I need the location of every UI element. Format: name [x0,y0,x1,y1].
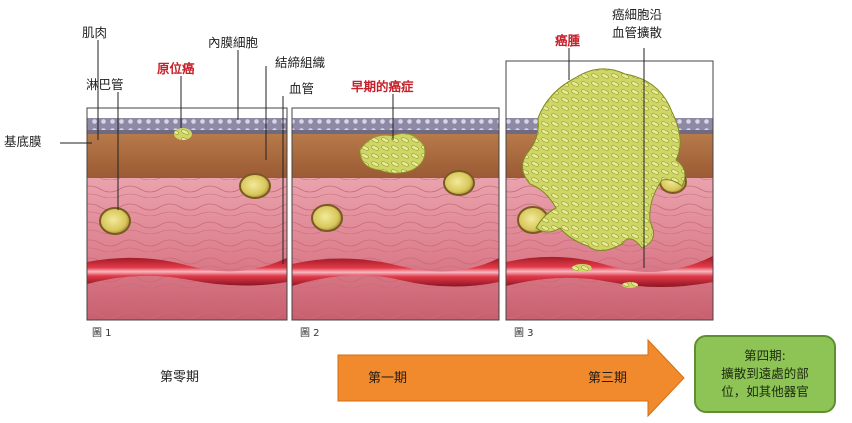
stage-3-label: 第三期 [588,371,628,386]
stage-4-box: 第四期: 擴散到遠處的部 位，如其他器官 [694,335,836,413]
caption-fig-1: 圖 1 [92,328,112,339]
label-vessel: 血管 [289,81,315,96]
stage-1-label: 第一期 [368,371,408,386]
panel-3 [506,61,713,320]
label-spread-2: 血管擴散 [612,25,663,40]
label-early-cancer: 早期的癌症 [351,79,414,94]
label-basement: 基底膜 [4,134,42,149]
panel-2 [292,108,499,320]
label-endothelium: 內膜細胞 [208,35,259,50]
label-spread-1: 癌細胞沿 [612,7,663,22]
panel-1 [87,108,287,320]
stage-4-line-2: 位，如其他器官 [721,384,809,400]
label-connective: 結締組織 [275,55,326,70]
caption-fig-2: 圖 2 [300,328,320,339]
label-tumor: 癌腫 [555,33,581,48]
stage-4-title: 第四期: [744,347,786,363]
label-lymph: 淋巴管 [86,77,124,92]
label-in-situ: 原位癌 [157,61,195,76]
stage-4-line-1: 擴散到遠處的部 [721,365,809,381]
label-muscle: 肌肉 [82,25,108,40]
caption-fig-3: 圖 3 [514,328,534,339]
leader-lines [60,40,645,268]
stage-arrow [337,338,685,418]
stage-0-label: 第零期 [160,370,200,385]
